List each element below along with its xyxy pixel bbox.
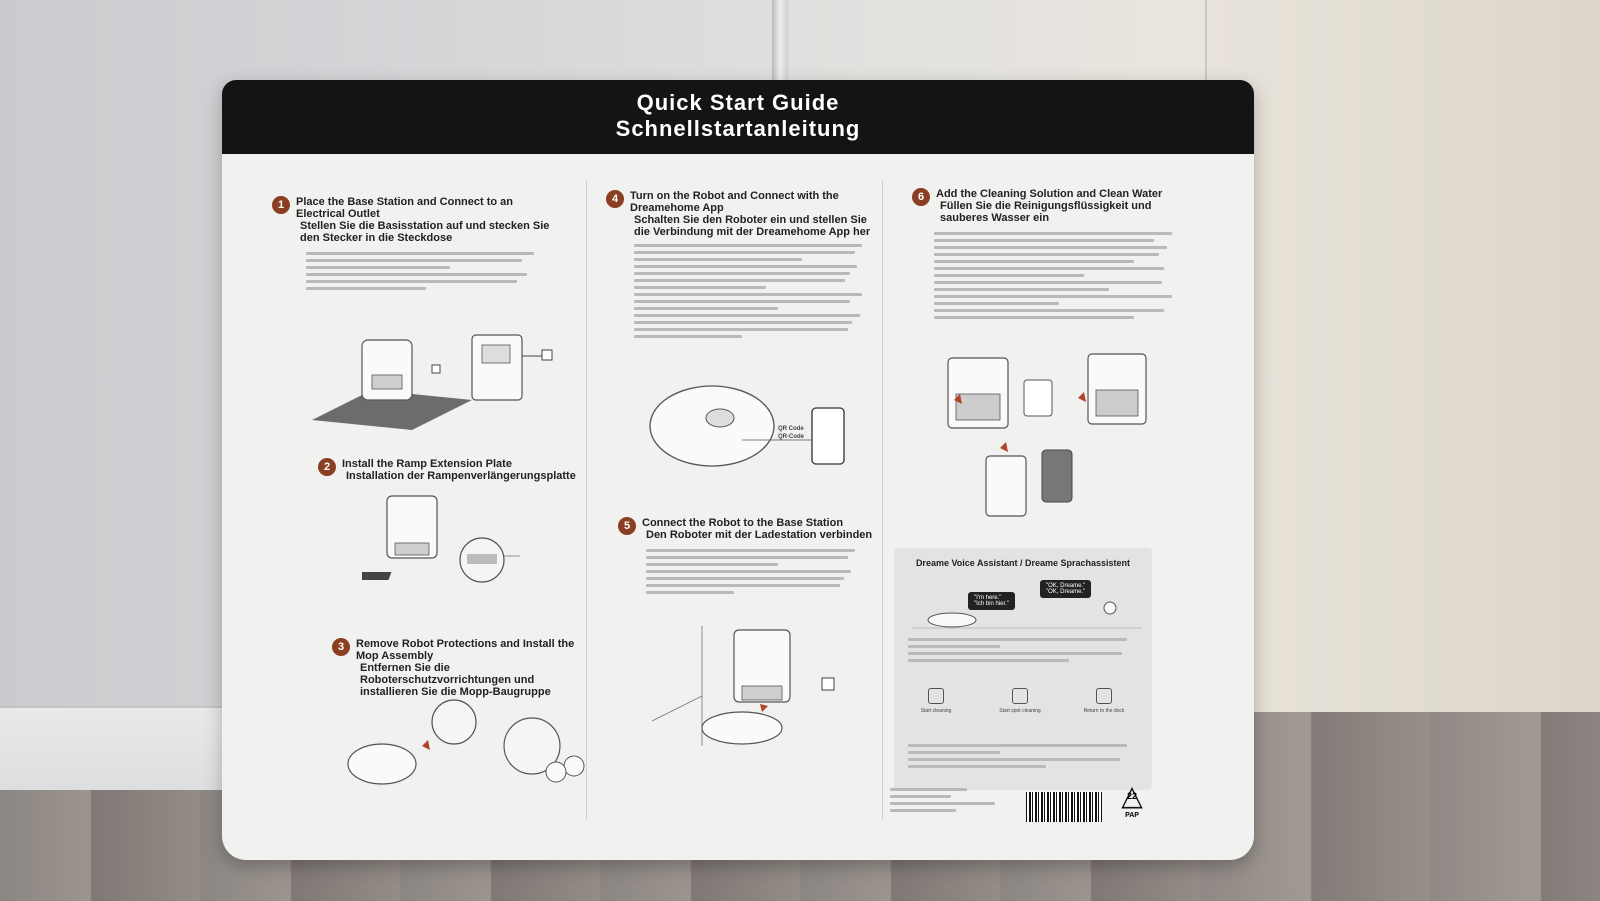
step-title-de: Stellen Sie die Basisstation auf und ste…: [300, 220, 550, 244]
voice-assistant-panel: Dreame Voice Assistant / Dreame Sprachas…: [894, 548, 1152, 790]
voice-illustration: [912, 601, 1142, 629]
step-title-en: Place the Base Station and Connect to an…: [296, 196, 513, 220]
step-title-de: Den Roboter mit der Ladestation verbinde…: [646, 529, 873, 541]
step-body-text: [934, 232, 1184, 323]
voice-assistant-title: Dreame Voice Assistant / Dreame Sprachas…: [915, 558, 1131, 568]
step-title-en: Connect the Robot to the Base Station: [642, 517, 844, 529]
step-title-en: Turn on the Robot and Connect with the D…: [630, 190, 839, 214]
voice-body-text: [908, 638, 1138, 666]
column-divider-1: [586, 180, 587, 820]
ramp-plate-illustration: [362, 495, 520, 583]
recycle-mark: △ 22 PAP: [1112, 782, 1152, 826]
voice-command-start: Start cleaning: [906, 688, 966, 714]
spot-cleaning-icon: [1012, 688, 1028, 704]
recycle-triangle-icon: △: [1121, 780, 1143, 811]
user-wake-de: "OK, Dreame.": [1046, 589, 1086, 595]
step-6: 6 Add the Cleaning Solution and Clean Wa…: [912, 188, 1212, 319]
step-4: 4 Turn on the Robot and Connect with the…: [606, 190, 876, 338]
mop-assembly-illustration: [347, 699, 585, 785]
step-body-text: [634, 244, 874, 342]
step-title-en: Install the Ramp Extension Plate: [342, 458, 512, 470]
wood-floor-right: [1200, 712, 1600, 901]
step-5: 5 Connect the Robot to the Base Station …: [618, 517, 880, 594]
qr-code-label-de: QR-Code: [778, 434, 804, 440]
door-panel: [1205, 0, 1600, 715]
user-speech-bubble: "OK, Dreame." "OK, Dreame.": [1040, 580, 1092, 598]
robot-reply-de: "Ich bin hier.": [974, 601, 1009, 607]
voice-command-spot: Start spot cleaning: [990, 688, 1050, 714]
step-title-de: Schalten Sie den Roboter ein und stellen…: [634, 214, 871, 238]
solution-water-illustration: [947, 353, 1147, 517]
step-number: 3: [332, 638, 350, 656]
robot-reply-en: "I'm here.": [974, 595, 1002, 601]
column-divider-2: [882, 180, 883, 820]
title-de: Schnellstartanleitung: [615, 116, 861, 141]
step-body-text: [646, 549, 866, 598]
return-dock-icon: [1096, 688, 1112, 704]
step-number: 5: [618, 517, 636, 535]
qr-code-label: QR Code: [778, 426, 804, 432]
step-number: 6: [912, 188, 930, 206]
quick-start-sheet: Quick Start Guide Schnellstartanleitung …: [222, 80, 1254, 860]
step-2: 2 Install the Ramp Extension Plate Insta…: [318, 458, 578, 488]
robot-dock-illustration: [652, 626, 835, 746]
recycle-code: 22: [1126, 791, 1137, 801]
robot-speech-bubble: "I'm here." "Ich bin hier.": [968, 592, 1015, 610]
step-title-de: Füllen Sie die Reinigungsflüssigkeit und…: [940, 200, 1152, 224]
step-body-text: [306, 252, 546, 294]
base-station-illustration: [312, 334, 553, 430]
step-number: 1: [272, 196, 290, 214]
step-title-de: Entfernen Sie die Roboterschutzvorrichtu…: [360, 662, 551, 698]
step-1: 1 Place the Base Station and Connect to …: [272, 196, 562, 306]
step-title-de: Installation der Rampenverlängerungsplat…: [346, 470, 576, 482]
voice-note-text: [908, 744, 1138, 772]
user-wake-en: "OK, Dreame.": [1046, 583, 1086, 589]
barcode: [1026, 792, 1102, 822]
start-cleaning-icon: [928, 688, 944, 704]
sheet-header: Quick Start Guide Schnellstartanleitung: [222, 80, 1254, 154]
support-text: [890, 788, 1000, 816]
robot-qr-illustration: [649, 385, 845, 467]
step-number: 2: [318, 458, 336, 476]
voice-command-dock: Return to the dock: [1074, 688, 1134, 714]
step-3: 3 Remove Robot Protections and Install t…: [332, 638, 582, 698]
title-en: Quick Start Guide: [636, 90, 840, 115]
step-title-en: Remove Robot Protections and Install the…: [356, 638, 575, 662]
step-title-en: Add the Cleaning Solution and Clean Wate…: [936, 188, 1163, 200]
step-number: 4: [606, 190, 624, 208]
recycle-label: PAP: [1125, 812, 1139, 819]
